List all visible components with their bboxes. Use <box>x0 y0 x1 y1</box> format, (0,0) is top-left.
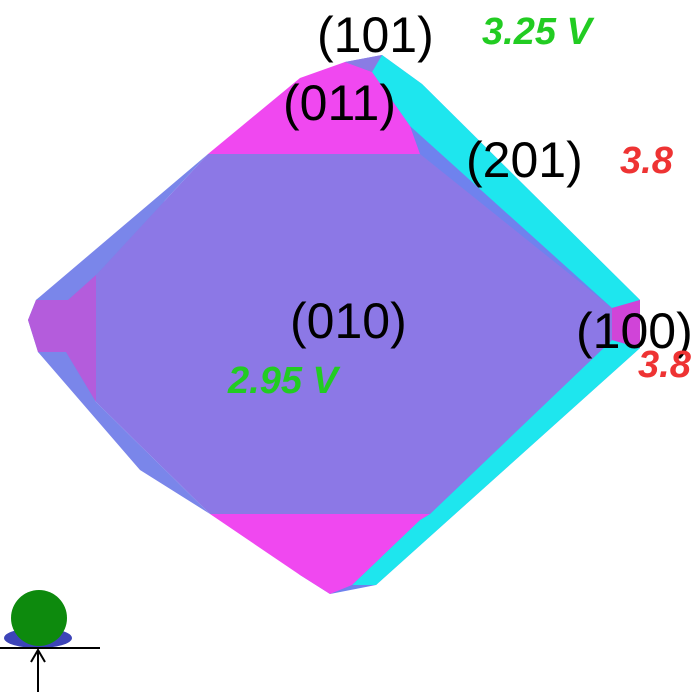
label-011: (011) <box>283 75 397 131</box>
label-201: (201) <box>466 132 583 188</box>
face-011-top <box>208 62 420 154</box>
bevel-left-lower <box>38 352 210 514</box>
voltage-100: 3.8 <box>638 344 691 386</box>
voltage-101: 3.25 V <box>482 11 592 53</box>
label-010: (010) <box>290 293 407 349</box>
label-100: (100) <box>576 303 693 359</box>
voltage-010: 2.95 V <box>228 360 338 402</box>
face-100-right <box>612 300 640 348</box>
face-100-left <box>28 275 96 402</box>
up-arrow-head <box>30 648 46 663</box>
label-101: (101) <box>317 7 434 63</box>
face-010 <box>96 154 612 514</box>
face-101-top <box>345 55 382 72</box>
voltage-201: 3.8 <box>620 140 673 182</box>
face-011-bottom <box>210 514 430 594</box>
face-201-upper <box>372 55 640 308</box>
green-ball-on-surface-icon <box>11 590 67 646</box>
face-201-lower <box>352 340 640 585</box>
bevel-left-upper <box>36 154 208 300</box>
